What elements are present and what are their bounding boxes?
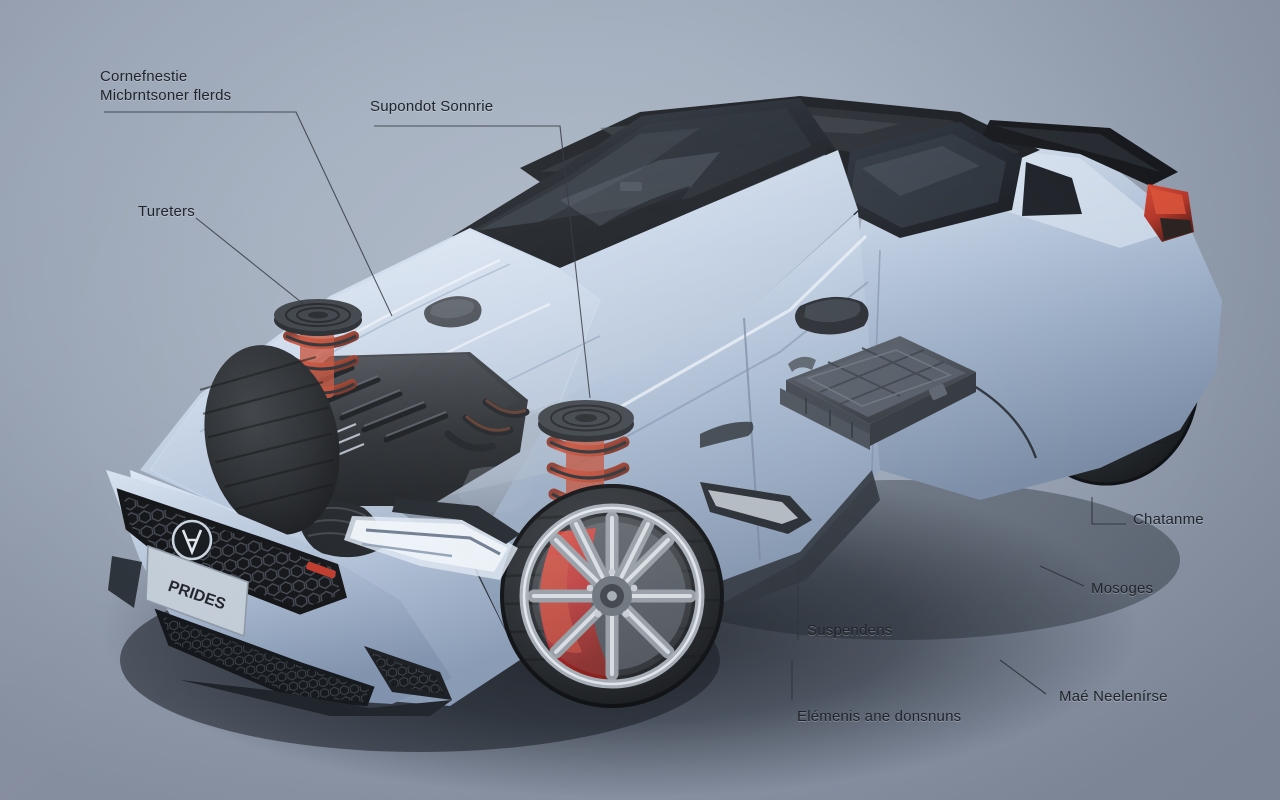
roof-spoiler [980, 120, 1178, 186]
front-left-wheel [199, 345, 340, 535]
callout-elements: Elémenis ane donsnuns [797, 708, 962, 725]
front-right-strut-mount [538, 400, 634, 442]
callout-support: Supondot Sonnrie [370, 98, 494, 115]
upper-grille [116, 488, 348, 615]
callout-struts-leader [195, 217, 307, 307]
front-end: PRIDES [106, 470, 812, 716]
callout-chassis: Chatanme [1133, 511, 1204, 528]
callout-engine-leader [104, 111, 393, 317]
far-headlight [700, 482, 812, 534]
license-plate: PRIDES [145, 544, 249, 638]
side-air-intake [364, 646, 452, 700]
tail-light [1144, 184, 1194, 242]
lower-intake [154, 608, 375, 707]
callout-maintenance: Maé Neelenírse [1059, 688, 1168, 705]
front-right-wheel [500, 484, 724, 708]
headlight [344, 498, 520, 580]
callout-modules-leader [1039, 565, 1085, 587]
windshield [452, 98, 836, 268]
front-left-strut-mount [274, 299, 362, 336]
side-mirror [795, 296, 869, 335]
callout-maintenance-leader [999, 659, 1047, 695]
callout-struts: Tureters [138, 203, 195, 220]
callout-modules: Mosoges [1091, 580, 1154, 597]
callout-chassis-leader [1091, 497, 1126, 525]
battery-pack [780, 336, 1038, 459]
callout-engine: Cornefnestie Micbrntsoner flerds [100, 68, 232, 104]
side-glass [836, 122, 1082, 238]
marque-emblem [171, 519, 213, 561]
callout-suspension: Suspendens [807, 622, 893, 639]
callout-leader-lines [104, 111, 1126, 700]
callout-support-leader [374, 125, 591, 399]
